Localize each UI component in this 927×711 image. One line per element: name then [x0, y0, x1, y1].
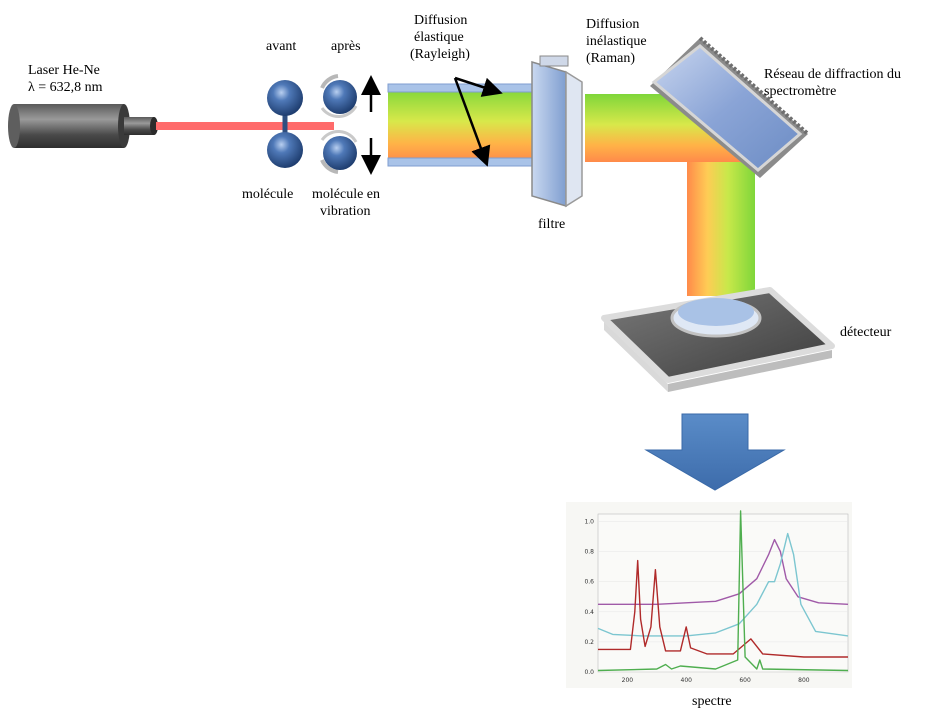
x-tick-label: 600 — [739, 677, 751, 684]
molecule-vibration-label: molécule en vibration — [312, 186, 380, 220]
y-tick-label: 1.0 — [584, 519, 594, 526]
filter — [531, 55, 583, 208]
spectre-label: spectre — [692, 694, 732, 709]
molecule-vibration-line2: vibration — [320, 204, 371, 219]
laser-label-line2: λ = 632,8 nm — [28, 80, 103, 95]
laser-beam — [156, 122, 334, 130]
spectrum-series-line-2 — [597, 532, 849, 637]
x-tick-label: 800 — [798, 677, 810, 684]
detecteur-label: détecteur — [840, 325, 892, 340]
detector — [601, 287, 835, 392]
reseau-line1: Réseau de diffraction du — [764, 67, 901, 82]
y-tick-label: 0.8 — [584, 549, 594, 556]
y-tick-label: 0.2 — [584, 639, 594, 646]
laser-label-line1: Laser He-Ne — [28, 63, 100, 78]
scattered-beam — [387, 83, 551, 167]
rayleigh-arrow-2 — [453, 77, 491, 167]
laser-label: Laser He-Ne λ = 632,8 nm — [28, 62, 103, 96]
reseau-label: Réseau de diffraction du spectromètre — [764, 66, 901, 100]
reseau-line2: spectromètre — [764, 84, 837, 99]
rayleigh-line1: Diffusion — [414, 13, 468, 28]
apres-label: après — [331, 39, 361, 54]
molecule-apres — [320, 74, 358, 174]
raman-line2: inélastique — [586, 34, 647, 49]
x-tick-label: 400 — [681, 677, 693, 684]
filtre-label: filtre — [538, 217, 566, 232]
raman-line3: (Raman) — [586, 51, 635, 66]
rayleigh-arrow-1 — [454, 76, 503, 97]
y-tick-label: 0.6 — [584, 579, 594, 586]
molecule-avant — [267, 80, 303, 168]
rayleigh-label: Diffusion élastique (Rayleigh) — [410, 12, 470, 63]
molecule-vibration-line1: molécule en — [312, 187, 381, 202]
laser-source — [8, 104, 158, 148]
rayleigh-line3: (Rayleigh) — [410, 47, 470, 62]
y-tick-label: 0.4 — [584, 609, 594, 616]
raman-label: Diffusion inélastique (Raman) — [586, 16, 647, 67]
raman-line1: Diffusion — [586, 17, 640, 32]
spectrum-series-line-3 — [598, 559, 848, 658]
diffraction-grating — [650, 36, 810, 178]
spectrum-series-line-1 — [598, 538, 849, 605]
y-tick-label: 0.0 — [584, 669, 594, 676]
avant-label: avant — [266, 39, 297, 54]
spectrum-series-line-4 — [597, 510, 849, 672]
rayleigh-line2: élastique — [414, 30, 464, 45]
x-tick-label: 200 — [622, 677, 634, 684]
spectrum-chart: 0.0 0.2 0.4 0.6 0.8 1.0 200 400 600 800 — [566, 502, 852, 688]
down-arrow — [644, 413, 786, 491]
molecule-label: molécule — [242, 187, 294, 202]
